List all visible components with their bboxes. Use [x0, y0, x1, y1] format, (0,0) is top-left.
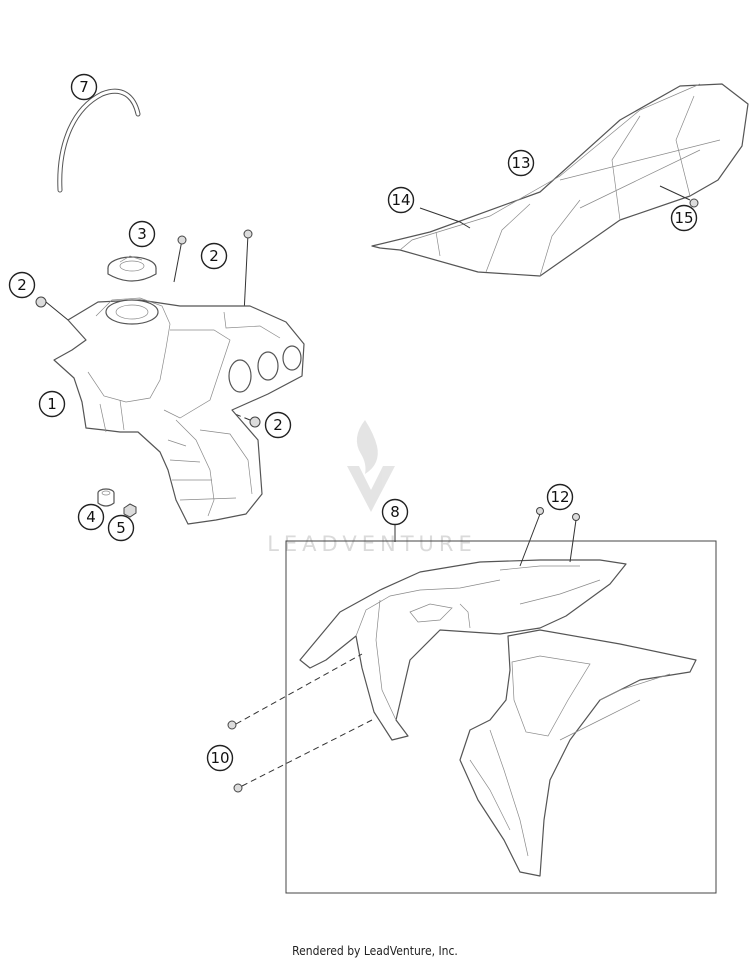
callout-2-top: 2 [200, 242, 228, 270]
svg-text:14: 14 [391, 191, 410, 209]
callout-4: 4 [77, 503, 105, 531]
callout-5: 5 [107, 514, 135, 542]
callout-7: 7 [70, 73, 98, 101]
callout-2-left: 2 [8, 271, 36, 299]
svg-text:3: 3 [137, 225, 147, 243]
svg-text:4: 4 [86, 508, 96, 526]
fuel-cap-part [107, 255, 157, 282]
hose-part [57, 88, 141, 193]
callout-10: 10 [206, 744, 234, 772]
watermark-text: LEADVENTURE [267, 532, 477, 556]
bushing-part [97, 488, 115, 507]
callout-8: 8 [381, 498, 409, 526]
svg-text:13: 13 [511, 154, 530, 172]
callout-14: 14 [387, 186, 415, 214]
screws [35, 229, 261, 428]
callout-2-right: 2 [264, 411, 292, 439]
svg-text:1: 1 [47, 395, 57, 413]
panel-screws [227, 507, 580, 793]
svg-text:2: 2 [17, 276, 27, 294]
side-panel-left-part [299, 559, 627, 741]
callout-3: 3 [128, 220, 156, 248]
svg-text:12: 12 [550, 488, 569, 506]
svg-text:2: 2 [209, 247, 219, 265]
side-panel-right-part [459, 629, 697, 877]
svg-text:7: 7 [79, 78, 89, 96]
svg-text:8: 8 [390, 503, 400, 521]
callout-13: 13 [507, 149, 535, 177]
svg-text:2: 2 [273, 416, 283, 434]
fuel-tank-part [53, 297, 305, 525]
svg-text:5: 5 [116, 519, 126, 537]
svg-text:10: 10 [210, 749, 229, 767]
leadventure-watermark: LEADVENTURE [267, 420, 477, 556]
seat-part [371, 83, 749, 277]
nut-part [123, 503, 137, 518]
leader-lines [394, 207, 471, 542]
assembly-frame [285, 540, 717, 894]
svg-text:15: 15 [674, 209, 693, 227]
callout-15: 15 [670, 204, 698, 232]
callout-1: 1 [38, 390, 66, 418]
footer-credit: Rendered by LeadVenture, Inc. [292, 944, 458, 958]
callout-12: 12 [546, 483, 574, 511]
seat-screw [659, 185, 699, 208]
